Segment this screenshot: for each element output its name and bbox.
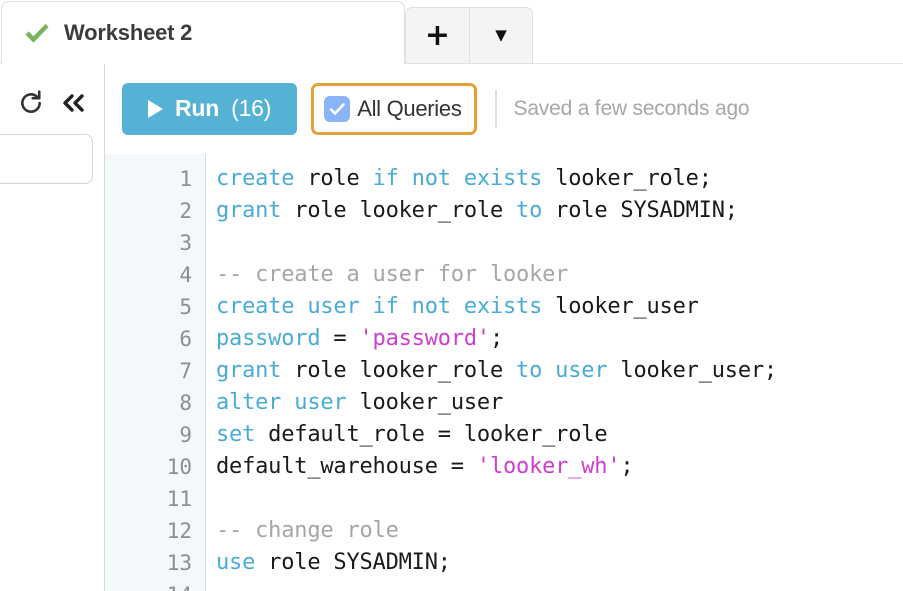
run-button-count: (16) xyxy=(231,95,272,121)
code-token-id: looker_user xyxy=(346,390,503,415)
code-line[interactable]: alter user looker_user xyxy=(216,387,903,419)
check-icon xyxy=(24,20,50,46)
line-number: 11 xyxy=(166,487,192,511)
all-queries-label: All Queries xyxy=(357,95,462,121)
code-line[interactable] xyxy=(216,579,903,591)
line-number: 13 xyxy=(166,551,192,575)
tab-menu-button[interactable]: ▼ xyxy=(469,7,533,64)
code-token-cmt: -- change role xyxy=(216,518,399,543)
line-number: 2 xyxy=(179,199,192,223)
code-token-kw: create user if not exists xyxy=(216,294,543,319)
code-token-id: looker_user; xyxy=(607,358,777,383)
code-line[interactable]: default_warehouse = 'looker_wh'; xyxy=(216,451,903,483)
code-token-str: 'looker_wh' xyxy=(476,454,621,479)
code-token-kw: create xyxy=(216,166,295,191)
code-token-op: ; xyxy=(620,454,634,479)
play-icon xyxy=(148,99,163,118)
code-token-id: looker_role; xyxy=(542,166,712,191)
line-number: 1 xyxy=(179,167,192,191)
saved-status: Saved a few seconds ago xyxy=(513,96,750,120)
line-number: 3 xyxy=(179,231,192,255)
line-number-gutter: 1234567891011121314 xyxy=(105,154,206,591)
code-token-str: 'password' xyxy=(359,326,491,351)
code-token-kw: grant xyxy=(216,198,282,223)
code-line[interactable]: grant role looker_role to user looker_us… xyxy=(216,355,903,387)
code-line[interactable]: password = 'password'; xyxy=(216,323,903,355)
code-token-id: role looker_role xyxy=(281,358,517,383)
search-input[interactable] xyxy=(0,134,93,184)
code-token-kw: to xyxy=(516,198,543,223)
code-line[interactable]: create role if not exists looker_role; xyxy=(216,163,903,195)
code-token-id: role SYSADMIN; xyxy=(255,550,451,575)
workspace-body: Run (16) All Queries Saved a few seconds… xyxy=(0,64,903,591)
refresh-icon[interactable] xyxy=(18,90,44,116)
line-number: 6 xyxy=(179,327,192,351)
line-number: 10 xyxy=(166,455,192,479)
code-line[interactable]: grant role looker_role to role SYSADMIN; xyxy=(216,195,903,227)
code-token-id: role looker_role xyxy=(281,198,517,223)
left-rail xyxy=(0,64,105,591)
tab-label: Worksheet 2 xyxy=(64,20,193,45)
tab-worksheet-2[interactable]: Worksheet 2 xyxy=(1,1,405,64)
left-rail-actions xyxy=(0,64,104,120)
code-line[interactable] xyxy=(216,483,903,515)
chevron-down-icon: ▼ xyxy=(495,26,507,44)
code-token-kw: grant xyxy=(216,358,282,383)
line-number: 5 xyxy=(179,295,192,319)
editor-toolbar: Run (16) All Queries Saved a few seconds… xyxy=(105,64,903,153)
code-line[interactable] xyxy=(216,227,903,259)
code-token-kw: if not exists xyxy=(372,166,543,191)
code-token-kw: password xyxy=(216,326,321,351)
run-button[interactable]: Run (16) xyxy=(122,82,298,135)
code-line[interactable]: -- change role xyxy=(216,515,903,547)
code-token-id: default_role = looker_role xyxy=(255,422,608,447)
sql-editor[interactable]: 1234567891011121314 create role if not e… xyxy=(105,153,903,591)
code-token-kw: set xyxy=(216,422,256,447)
code-line[interactable]: -- create a user for looker xyxy=(216,259,903,291)
code-token-kw: alter user xyxy=(216,390,347,415)
code-token-op: ; xyxy=(489,326,504,351)
all-queries-checkbox[interactable]: All Queries xyxy=(311,82,477,135)
line-number: 4 xyxy=(179,263,192,287)
toolbar-divider xyxy=(494,89,497,128)
main-panel: Run (16) All Queries Saved a few seconds… xyxy=(105,64,903,591)
code-token-kw: to user xyxy=(516,358,608,383)
line-number: 14 xyxy=(105,579,205,591)
code-line[interactable]: set default_role = looker_role xyxy=(216,419,903,451)
code-area[interactable]: create role if not exists looker_role;gr… xyxy=(206,154,903,591)
add-tab-button[interactable]: + xyxy=(405,7,469,64)
checkbox-checked-icon[interactable] xyxy=(324,95,351,122)
code-token-id: role xyxy=(294,166,373,191)
plus-icon: + xyxy=(424,17,451,53)
line-number: 8 xyxy=(179,391,192,415)
code-token-id: default_warehouse = xyxy=(216,454,477,479)
code-token-id: role SYSADMIN; xyxy=(542,198,738,223)
code-token-kw: use xyxy=(216,550,256,575)
line-number: 12 xyxy=(166,519,192,543)
code-token-op: = xyxy=(320,326,360,351)
code-line[interactable]: create user if not exists looker_user xyxy=(216,291,903,323)
code-line[interactable]: use role SYSADMIN; xyxy=(216,547,903,579)
tab-bar: Worksheet 2 + ▼ xyxy=(0,0,903,64)
code-token-cmt: -- create a user for looker xyxy=(216,262,569,287)
line-number: 9 xyxy=(179,423,192,447)
chevron-double-left-icon[interactable] xyxy=(60,91,88,115)
code-token-id: looker_user xyxy=(542,294,699,319)
line-number: 7 xyxy=(179,359,192,383)
run-button-label: Run xyxy=(175,95,220,121)
